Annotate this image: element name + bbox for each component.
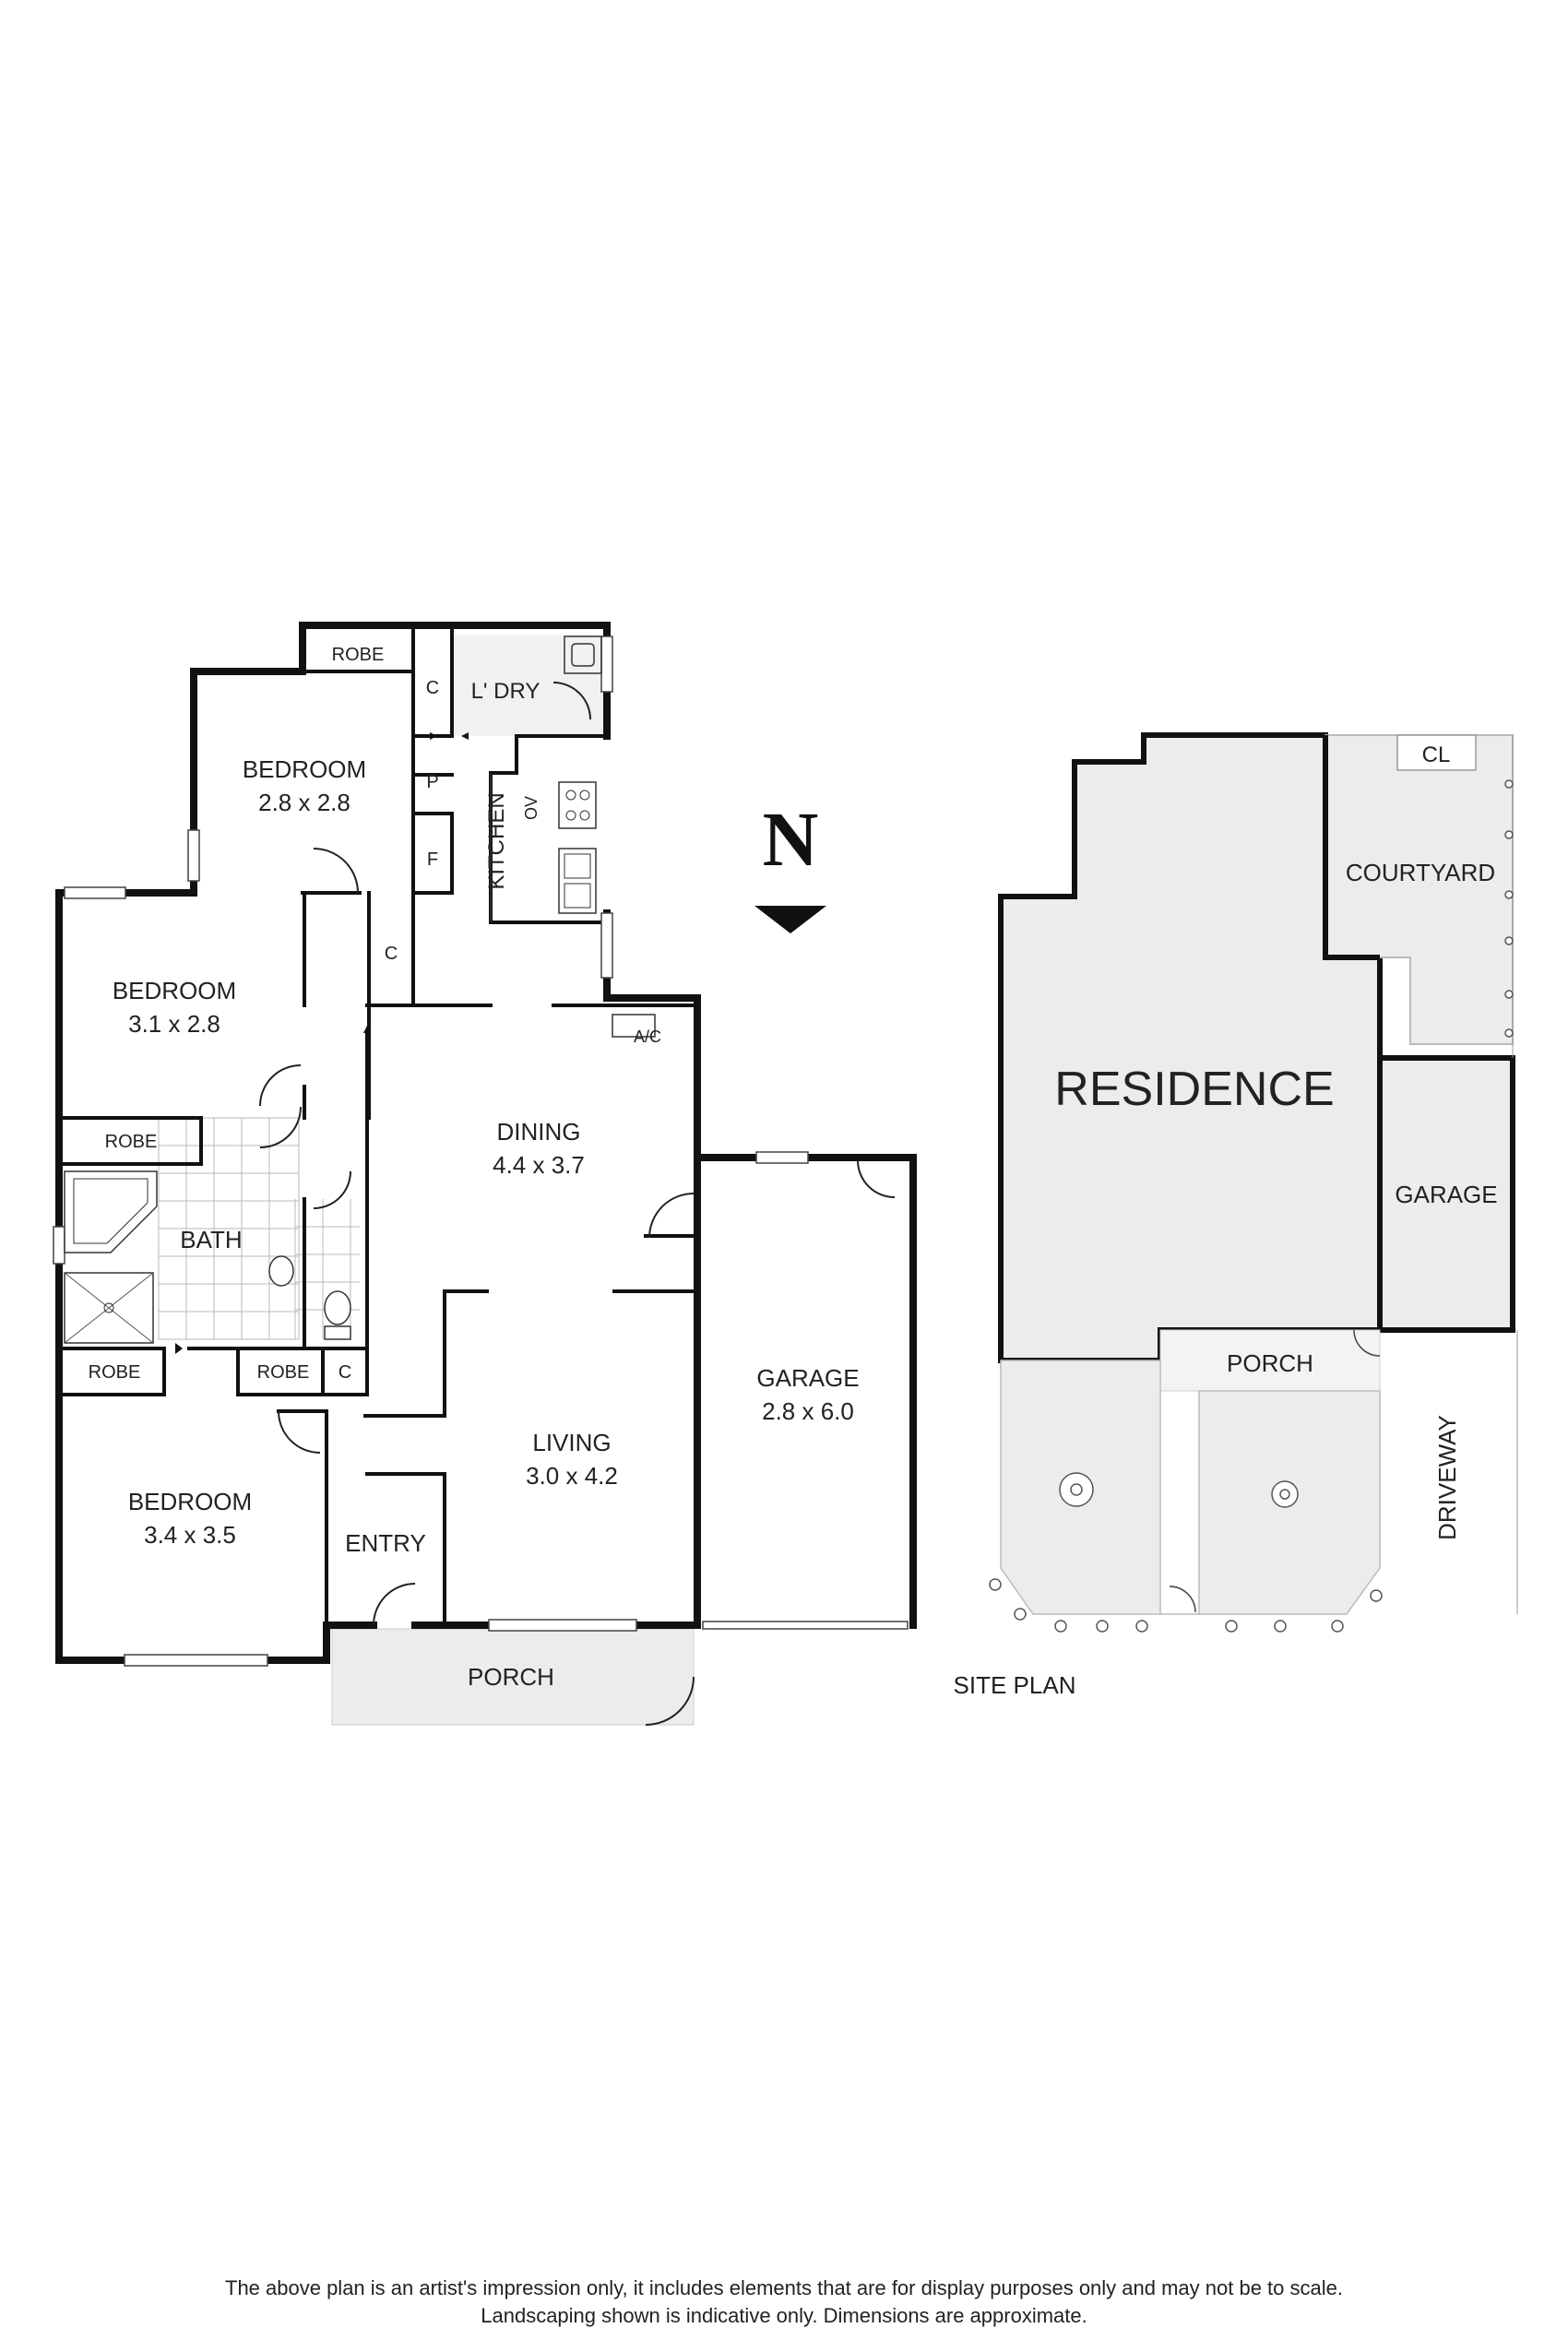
fridge-label: F bbox=[427, 849, 438, 870]
disclaimer-line-2: Landscaping shown is indicative only. Di… bbox=[481, 2304, 1087, 2327]
site-cl-label: CL bbox=[1422, 742, 1451, 767]
north-letter: N bbox=[763, 797, 819, 883]
laundry-label: L' DRY bbox=[471, 679, 540, 704]
living-name: LIVING bbox=[532, 1429, 611, 1456]
robe-mid-label: ROBE bbox=[105, 1132, 158, 1152]
porch-label: PORCH bbox=[468, 1663, 554, 1691]
site-plan: RESIDENCE COURTYARD CL GARAGE PORCH DRIV… bbox=[954, 732, 1518, 1699]
robe-bl-label: ROBE bbox=[89, 1362, 141, 1383]
bath-label: BATH bbox=[180, 1226, 242, 1253]
windows bbox=[53, 636, 909, 1667]
dining-name: DINING bbox=[497, 1118, 581, 1146]
living-dims: 3.0 x 4.2 bbox=[526, 1462, 618, 1490]
site-porch-area bbox=[1159, 1329, 1381, 1392]
closet-label-1: C bbox=[426, 678, 439, 698]
closet-label-3: C bbox=[339, 1362, 351, 1383]
site-residence-label: RESIDENCE bbox=[1054, 1063, 1334, 1116]
fixtures bbox=[64, 636, 701, 1354]
robe-br-label: ROBE bbox=[257, 1362, 310, 1383]
site-cl-box bbox=[1396, 734, 1477, 771]
north-arrow-icon bbox=[754, 906, 826, 933]
laundry-floor bbox=[452, 635, 607, 736]
bedroom1-dims: 2.8 x 2.8 bbox=[258, 789, 350, 816]
robe-top-label: ROBE bbox=[332, 645, 385, 665]
disclaimer-line-1: The above plan is an artist's impression… bbox=[225, 2276, 1343, 2299]
dining-dims: 4.4 x 3.7 bbox=[493, 1151, 585, 1179]
disclaimer: The above plan is an artist's impression… bbox=[0, 2275, 1568, 2330]
garage-dims: 2.8 x 6.0 bbox=[762, 1397, 854, 1425]
north-arrow: N bbox=[754, 797, 826, 933]
site-driveway-label: DRIVEWAY bbox=[1433, 1415, 1461, 1540]
garage-name: GARAGE bbox=[756, 1364, 859, 1392]
bedroom2-name: BEDROOM bbox=[113, 977, 236, 1004]
site-plan-title: SITE PLAN bbox=[954, 1671, 1076, 1699]
bedroom2-dims: 3.1 x 2.8 bbox=[128, 1010, 220, 1038]
site-porch-label: PORCH bbox=[1227, 1349, 1313, 1377]
ac-label: A/C bbox=[634, 1028, 661, 1046]
oven-label: OV bbox=[522, 796, 540, 820]
kitchen-label: KITCHEN bbox=[484, 792, 509, 889]
site-garage-block bbox=[1377, 1055, 1515, 1333]
site-courtyard-label: COURTYARD bbox=[1346, 859, 1495, 886]
entry-label: ENTRY bbox=[345, 1529, 426, 1557]
site-shrubs bbox=[989, 779, 1514, 1633]
bedroom3-name: BEDROOM bbox=[128, 1488, 252, 1515]
bedroom3-dims: 3.4 x 3.5 bbox=[144, 1521, 236, 1549]
door-swings bbox=[259, 682, 896, 1726]
site-garage-label: GARAGE bbox=[1395, 1181, 1497, 1208]
floor-plan-labels: ROBE C L' DRY P F C KITCHEN OV A/C BEDRO… bbox=[89, 645, 860, 1691]
bedroom1-name: BEDROOM bbox=[243, 755, 366, 783]
closet-label-2: C bbox=[385, 944, 398, 964]
porch-area bbox=[331, 1628, 695, 1726]
pantry-label: P bbox=[426, 772, 438, 792]
